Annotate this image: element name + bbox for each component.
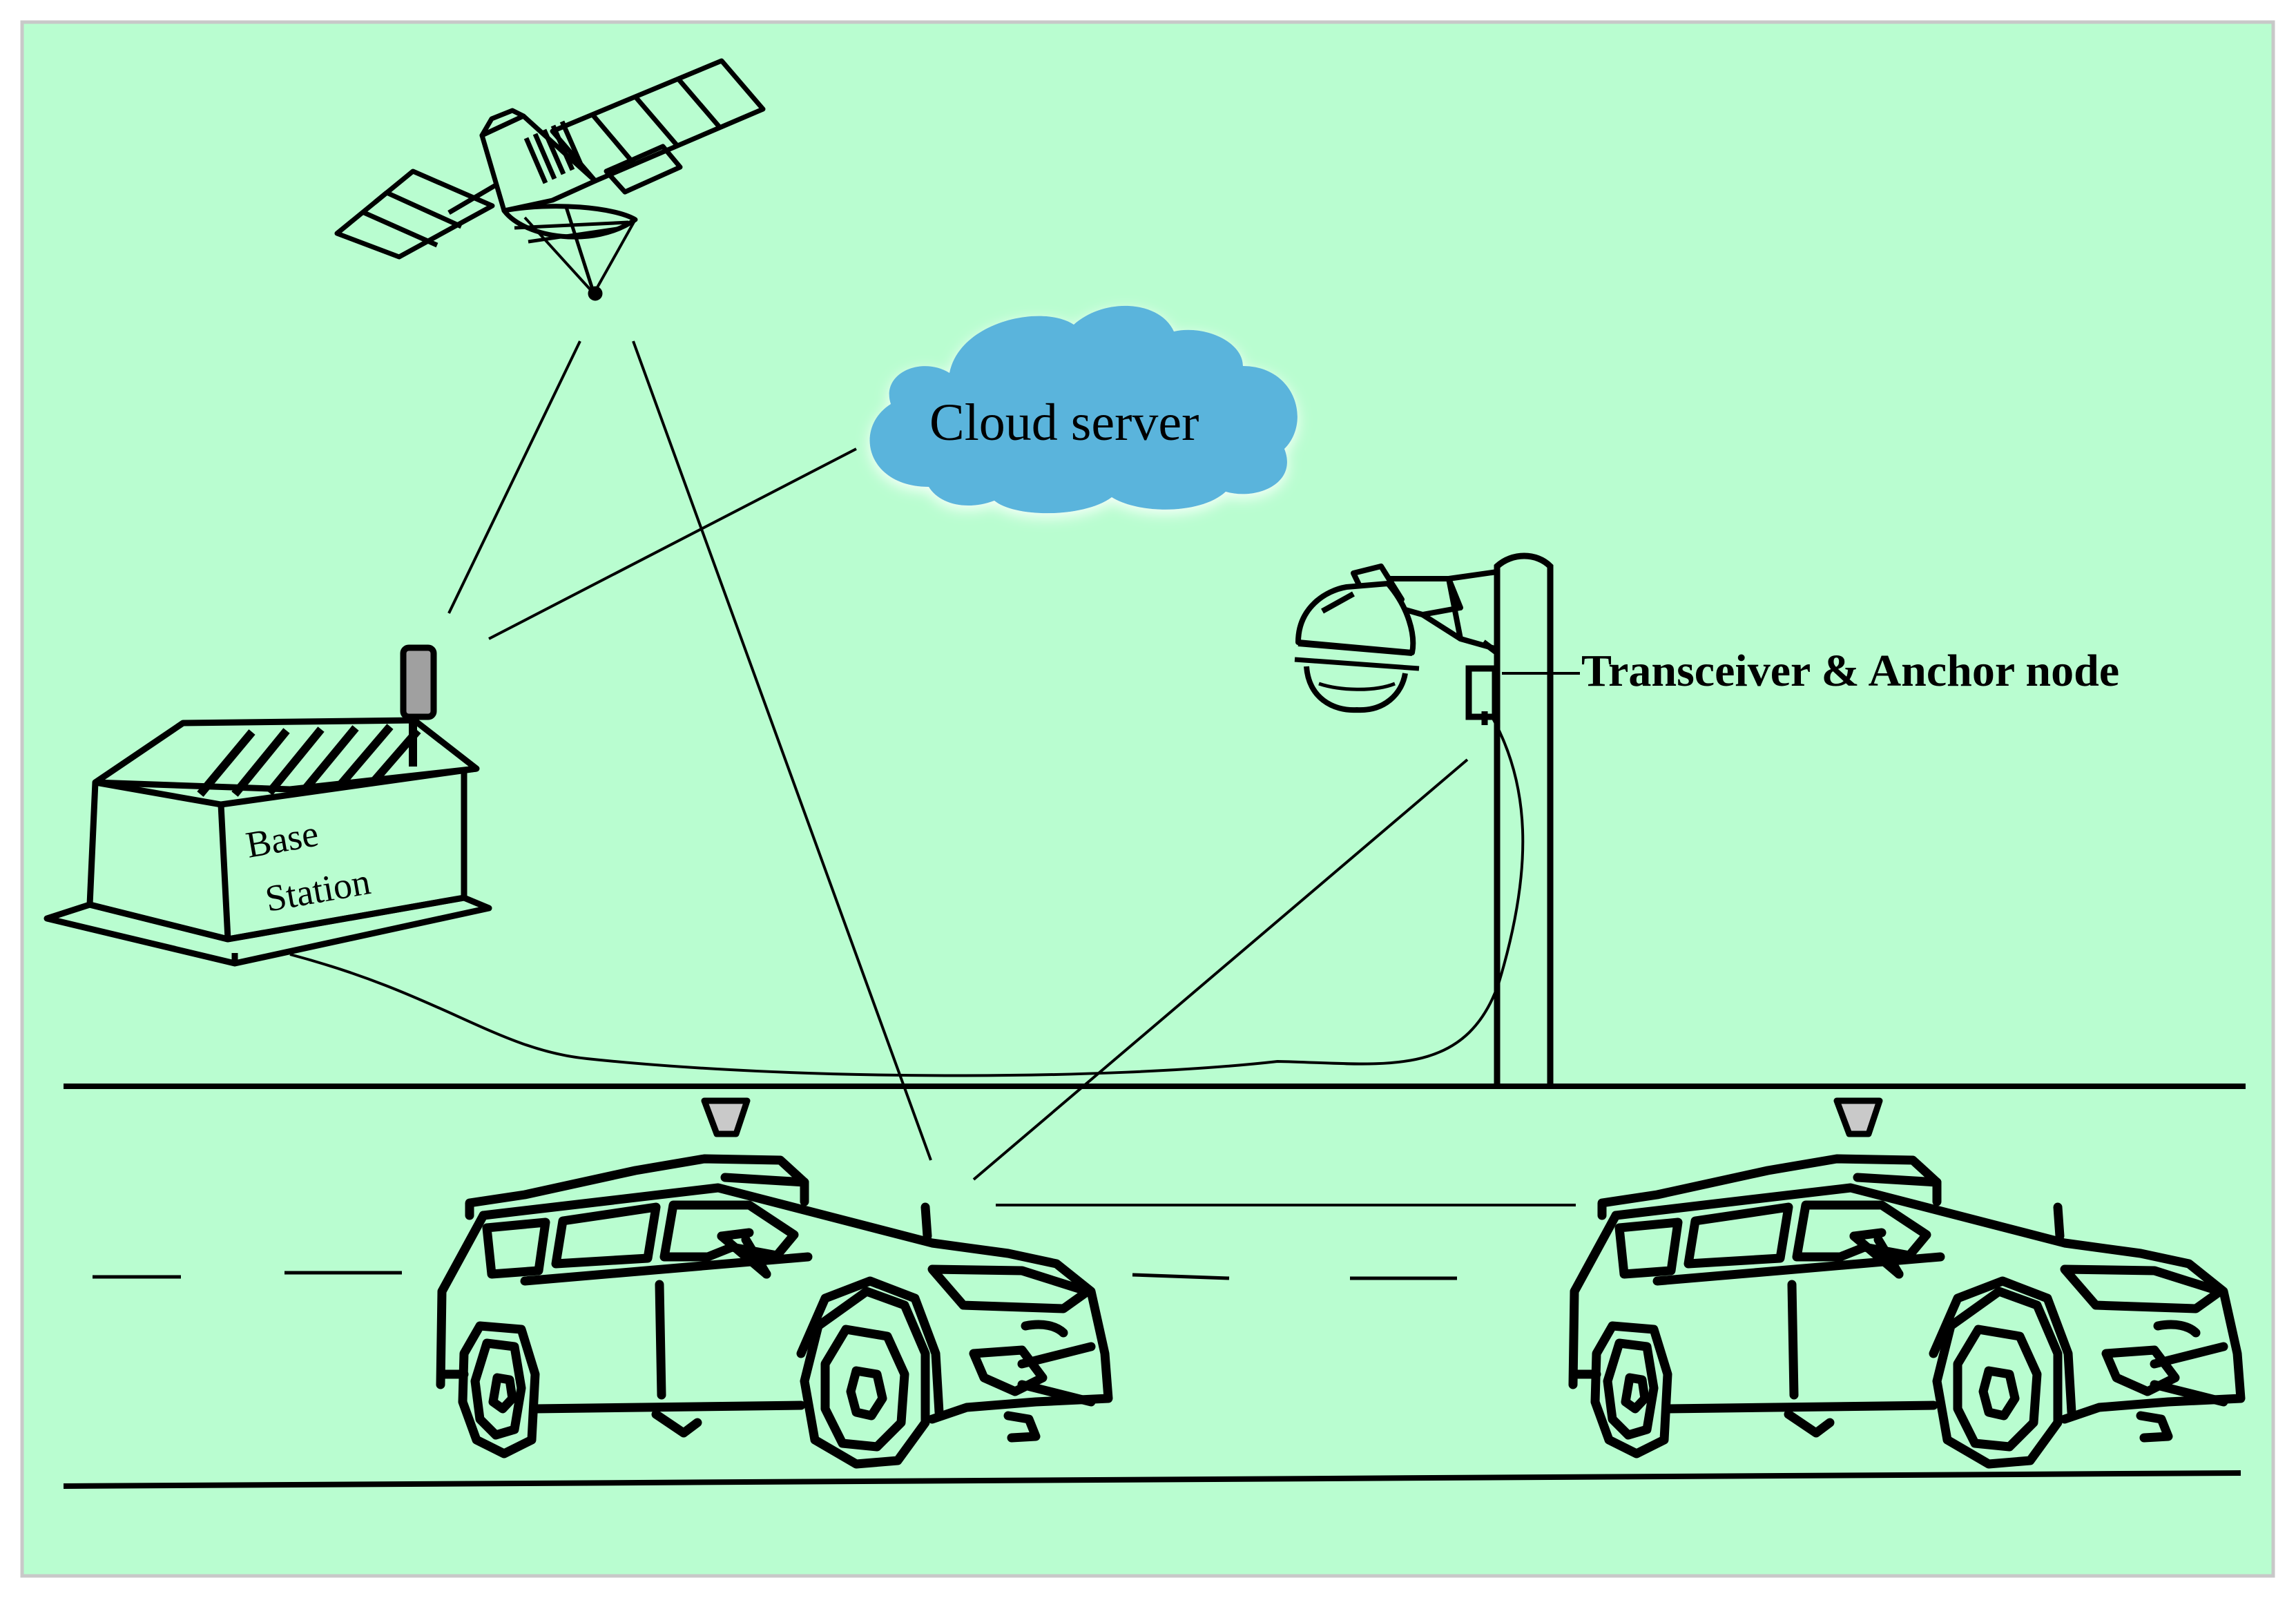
anchor-pole <box>1465 552 1554 1086</box>
road <box>63 1084 2246 1489</box>
cloud-server-label: Cloud server <box>929 394 1199 452</box>
background-panel <box>20 20 2275 1578</box>
transceiver-box <box>1465 665 1498 720</box>
communication-links <box>289 340 1580 1206</box>
link-satellite-to-car <box>632 340 932 1161</box>
transceiver-anchor-node-label: Transceiver & Anchor node <box>1581 646 2119 696</box>
car-icon-2 <box>1568 1097 2246 1469</box>
link-cloud-to-base <box>488 447 857 640</box>
car-icon-1 <box>436 1097 1113 1469</box>
road-lane-dashes <box>93 1271 1457 1280</box>
base-station-icon <box>44 644 492 967</box>
link-satellite-to-base <box>447 340 581 614</box>
cloud-icon <box>869 305 1297 514</box>
camera-icon <box>1294 564 1500 713</box>
cable-base-to-pole <box>289 703 1525 1077</box>
road-bottom-edge <box>63 1470 2241 1489</box>
satellite-icon <box>334 58 766 301</box>
link-anchor-to-car <box>972 758 1469 1181</box>
